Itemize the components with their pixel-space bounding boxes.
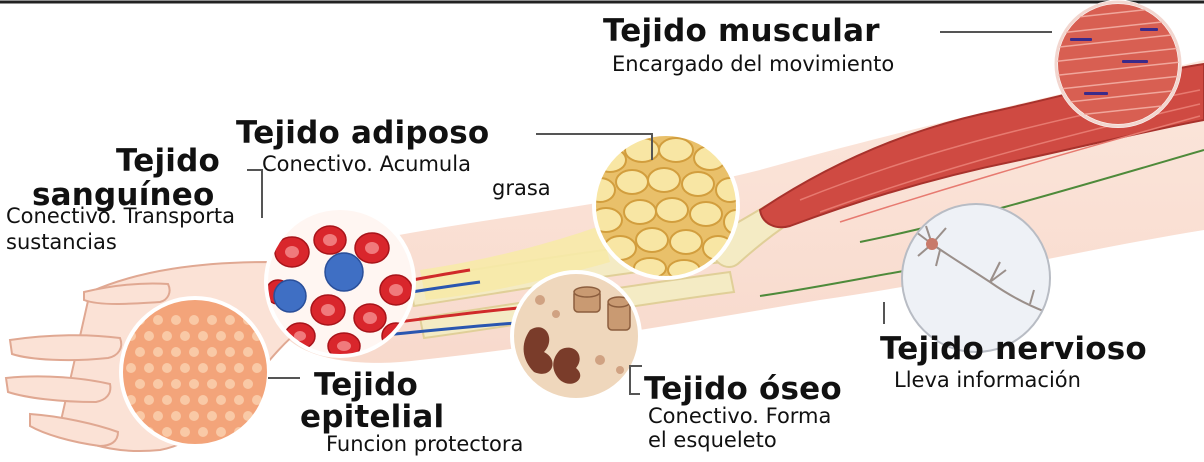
oseo-desc-2: el esqueleto: [648, 430, 777, 451]
epitelial-desc: Funcion protectora: [326, 434, 523, 455]
adiposo-desc-1: Conectivo. Acumula: [262, 154, 471, 175]
nervioso-desc: Lleva información: [894, 370, 1081, 391]
oseo-title: Tejido óseo: [644, 374, 842, 405]
muscular-title: Tejido muscular: [603, 16, 880, 47]
adiposo-title: Tejido adiposo: [236, 118, 489, 149]
adiposo-desc-2: grasa: [492, 178, 551, 199]
epithelial-tissue-circle: [121, 298, 269, 446]
muscular-desc: Encargado del movimiento: [612, 54, 894, 75]
oseo-desc-1: Conectivo. Forma: [648, 406, 831, 427]
sanguineo-desc-2: sustancias: [6, 232, 117, 253]
sanguineo-title-1: Tejido: [116, 146, 220, 177]
epitelial-title-1: Tejido: [314, 370, 418, 401]
bone-tissue-circle: [512, 272, 640, 400]
nervioso-title: Tejido nervioso: [880, 334, 1147, 365]
sanguineo-desc-1: Conectivo. Transporta: [6, 206, 235, 227]
epitelial-title-2: epitelial: [300, 402, 444, 433]
blood-tissue-circle: [266, 208, 414, 359]
